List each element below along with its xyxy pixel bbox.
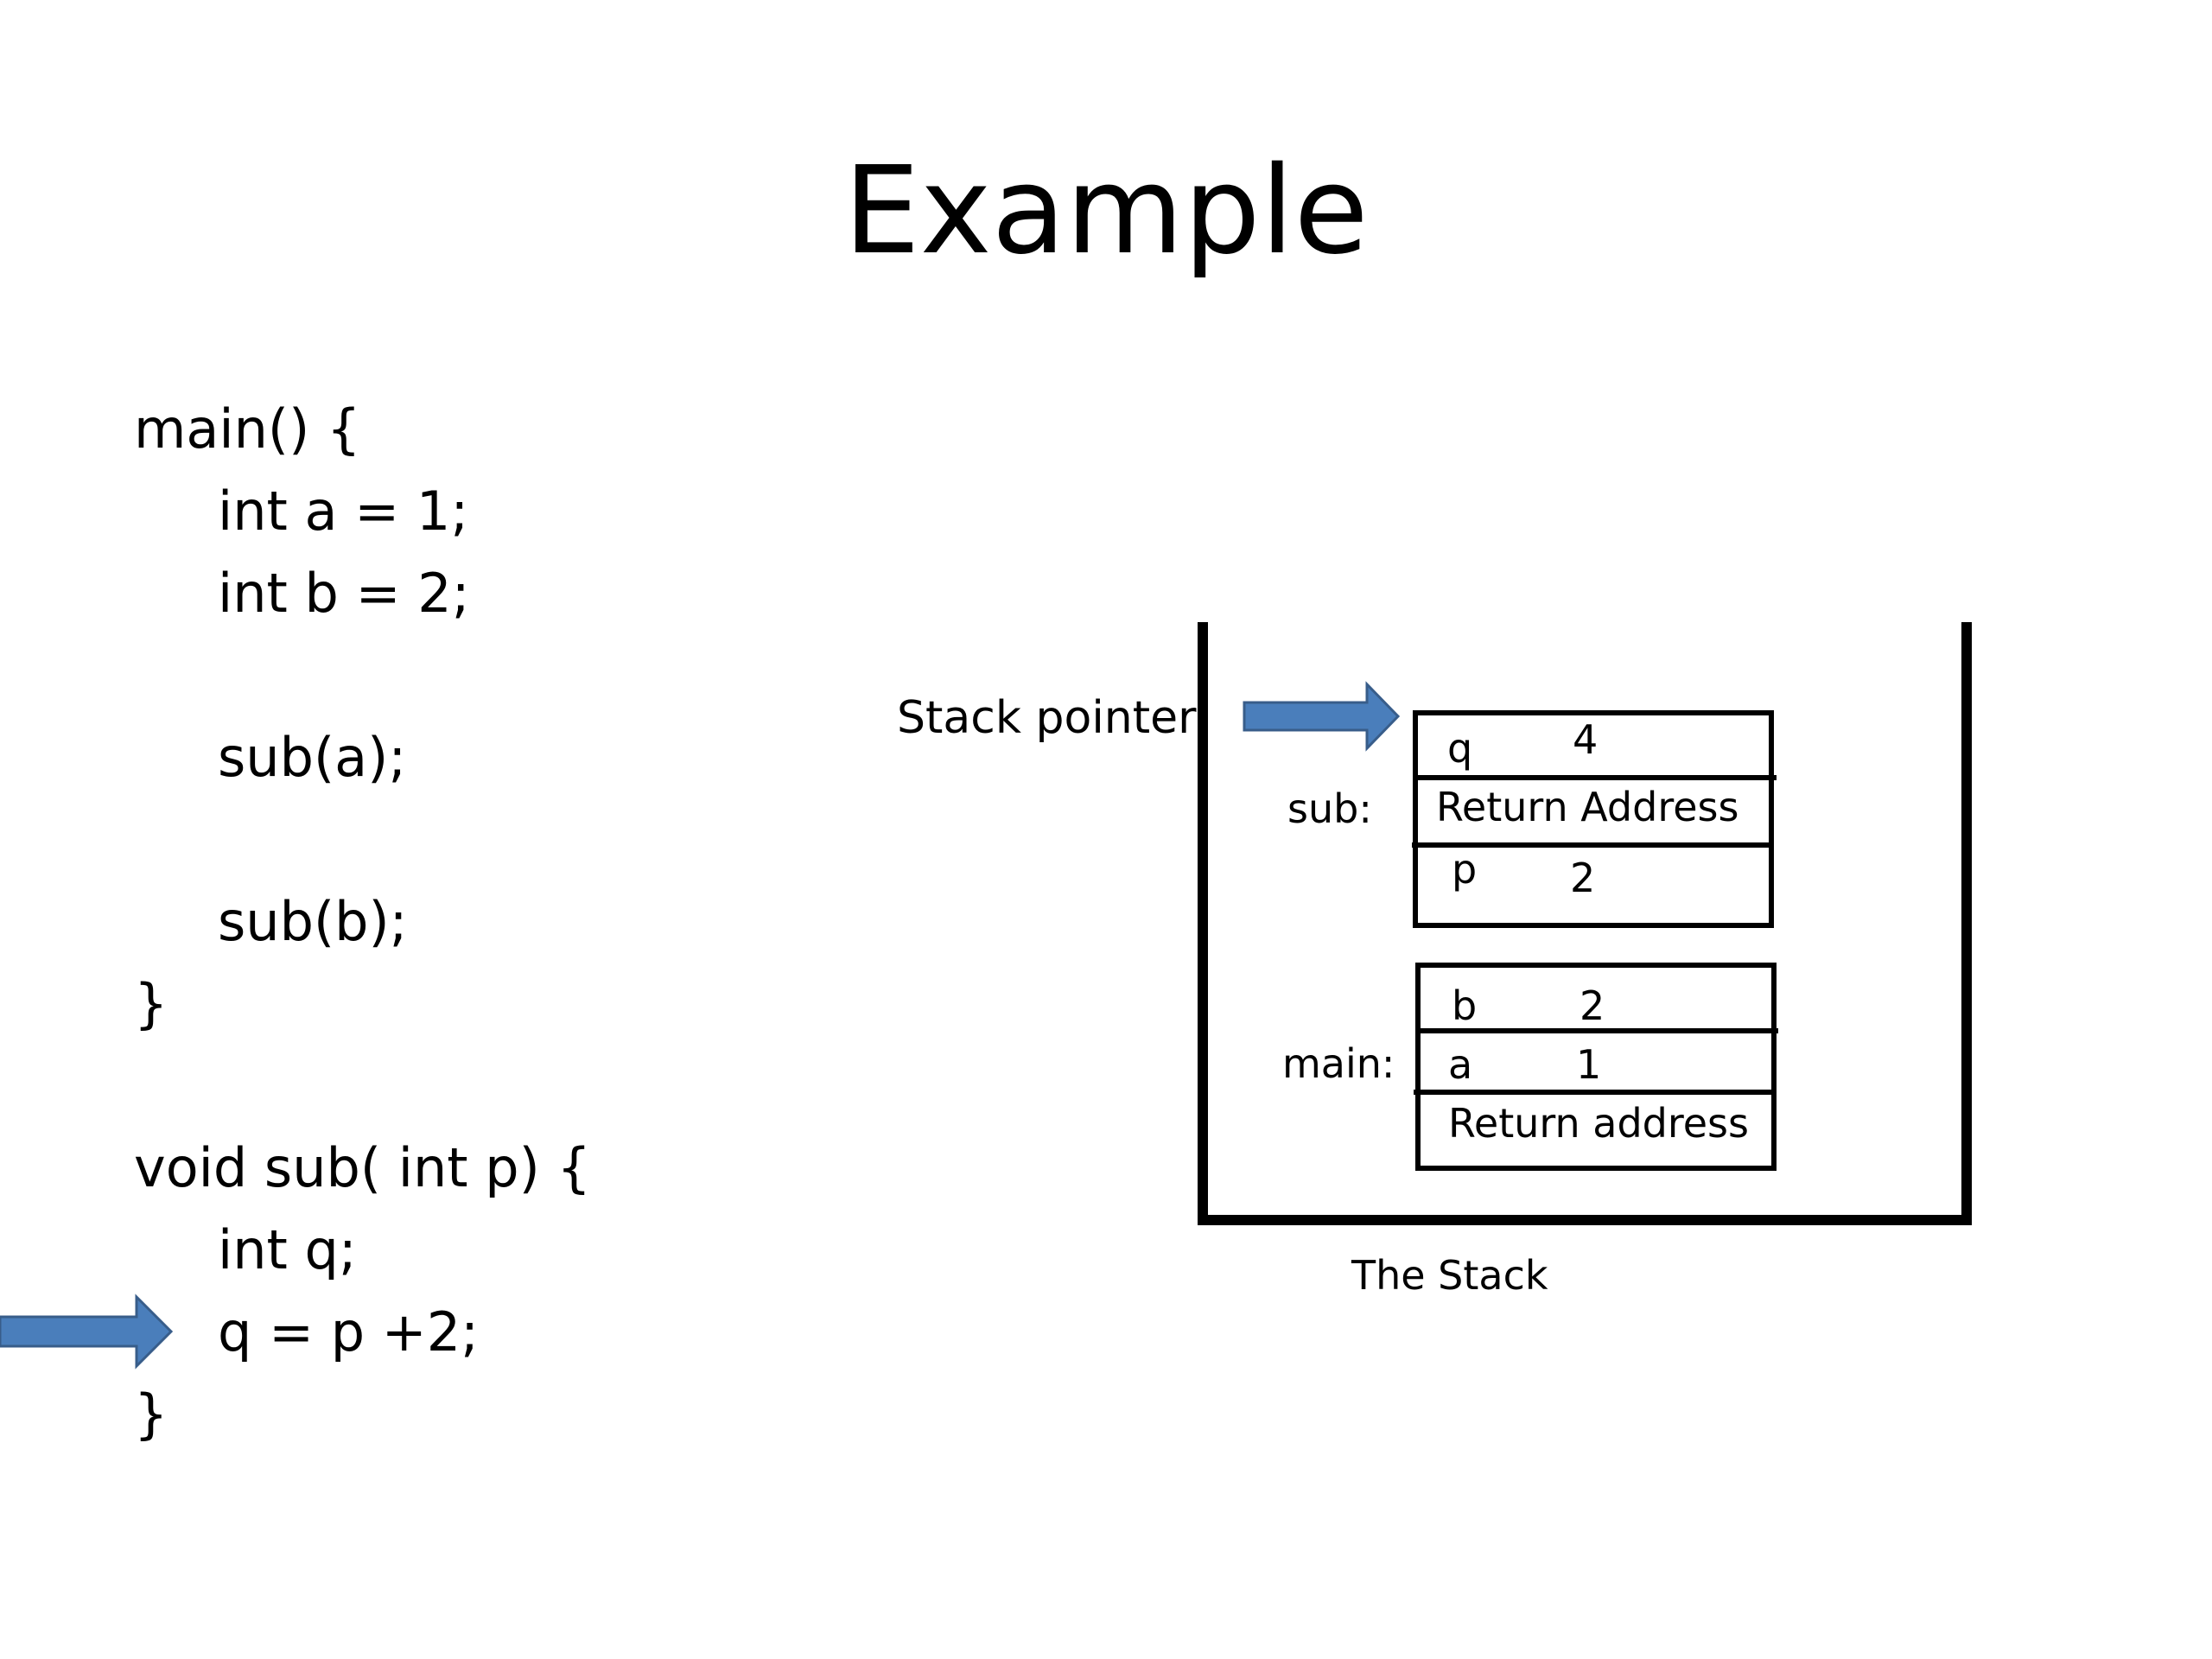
- main-row-a-name: a: [1448, 1041, 1473, 1088]
- main-row-return-address: Return address: [1448, 1100, 1749, 1147]
- sub-row-p-name: p: [1452, 846, 1478, 893]
- code-sub-int-q: int q;: [218, 1218, 357, 1281]
- sub-frame: [1412, 710, 1777, 928]
- sub-row-return-address: Return Address: [1436, 784, 1739, 830]
- sub-row-p-value: 2: [1570, 855, 1596, 901]
- main-frame-box: [1415, 963, 1777, 1171]
- main-frame-label: main:: [1282, 1040, 1395, 1087]
- sub-frame-label: sub:: [1287, 785, 1372, 832]
- sub-row-q-value: 4: [1573, 716, 1599, 763]
- code-main-header: main() {: [134, 397, 361, 461]
- stack-caption: The Stack: [1351, 1252, 1548, 1299]
- main-row-b-name: b: [1452, 982, 1478, 1029]
- stack-pointer-label: Stack pointer: [897, 692, 1197, 744]
- code-main-int-a: int a = 1;: [218, 480, 469, 543]
- code-main-close: }: [134, 972, 168, 1035]
- code-main-call-sub-a: sub(a);: [218, 726, 407, 789]
- code-sub-close: }: [134, 1382, 168, 1446]
- stack-container: [1198, 622, 1972, 1225]
- current-line-arrow-icon: [0, 1294, 174, 1370]
- slide-title: Example: [843, 141, 1369, 282]
- main-row-b-value: 2: [1580, 982, 1605, 1029]
- code-sub-header: void sub( int p) {: [134, 1136, 591, 1199]
- code-main-int-b: int b = 2;: [218, 562, 470, 625]
- sub-frame-box: [1413, 710, 1774, 928]
- code-sub-assign-q: q = p +2;: [218, 1300, 480, 1363]
- main-row-a-value: 1: [1576, 1041, 1602, 1088]
- code-main-call-sub-b: sub(b);: [218, 890, 408, 953]
- stack-pointer-arrow-icon: [1243, 681, 1401, 752]
- main-frame: [1414, 963, 1778, 1171]
- sub-row-q-name: q: [1447, 725, 1473, 772]
